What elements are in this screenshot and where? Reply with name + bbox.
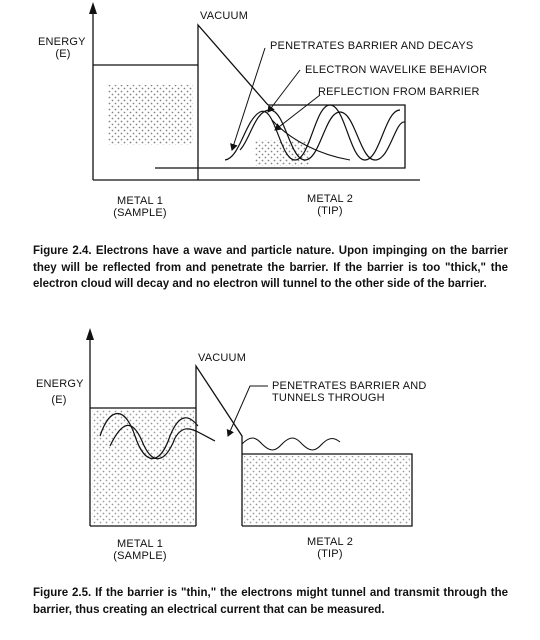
penetrates-label-line1: PENETRATES BARRIER AND xyxy=(272,380,427,392)
metal2-stipple xyxy=(255,140,310,166)
energy-label: ENERGY xyxy=(38,36,86,48)
metal1-stipple xyxy=(108,85,193,145)
metal2-label: METAL 2 xyxy=(306,193,354,205)
metal1-label: METAL 1 xyxy=(116,195,164,207)
axis-arrowhead xyxy=(86,328,94,340)
axis-arrowhead xyxy=(89,2,97,14)
electron-wave-1 xyxy=(99,413,199,459)
figure-2-4: ENERGY (E) VACUUM PENETRATES BARRIER AND… xyxy=(0,0,540,232)
figure-2-5-diagram xyxy=(86,328,413,527)
vacuum-barrier xyxy=(197,23,269,106)
vacuum-label: VACUUM xyxy=(198,352,247,364)
metal1-stipple xyxy=(92,410,194,524)
penetrates-arrow xyxy=(226,385,268,437)
tunnel-wave xyxy=(241,437,341,451)
penetrates-label-line2: TUNNELS THROUGH xyxy=(272,392,385,404)
electron-wave-2 xyxy=(109,424,216,460)
metal2-sublabel: (TIP) xyxy=(317,548,343,560)
metal2-label: METAL 2 xyxy=(306,536,354,548)
figure-2-5: ENERGY (E) VACUUM PENETRATES BARRIER AND… xyxy=(0,326,540,571)
electron-wave-1 xyxy=(224,104,401,161)
metal2-level xyxy=(155,104,406,169)
wavelike-arrow xyxy=(267,69,301,113)
metal1-label: METAL 1 xyxy=(116,538,164,550)
wavelike-label: ELECTRON WAVELIKE BEHAVIOR xyxy=(305,64,488,76)
energy-symbol: (E) xyxy=(55,48,71,60)
figure-2-4-diagram xyxy=(89,2,420,181)
metal2-sublabel: (TIP) xyxy=(317,205,343,217)
figure-2-4-caption: Figure 2.4. Electrons have a wave and pa… xyxy=(33,245,508,290)
metal1-sublabel: (SAMPLE) xyxy=(113,207,167,219)
penetrates-arrow xyxy=(230,47,266,151)
reflection-label: REFLECTION FROM BARRIER xyxy=(318,86,480,98)
energy-symbol: (E) xyxy=(51,394,67,406)
figure-2-5-caption: Figure 2.5. If the barrier is "thin," th… xyxy=(33,587,508,616)
penetrates-label: PENETRATES BARRIER AND DECAYS xyxy=(270,40,474,52)
vacuum-label: VACUUM xyxy=(200,10,249,22)
metal1-sublabel: (SAMPLE) xyxy=(113,550,167,562)
metal2-stipple xyxy=(244,456,410,524)
metal2-level xyxy=(242,453,413,527)
reflection-arrow xyxy=(274,94,321,131)
energy-label: ENERGY xyxy=(36,378,84,390)
vacuum-barrier xyxy=(195,363,243,526)
